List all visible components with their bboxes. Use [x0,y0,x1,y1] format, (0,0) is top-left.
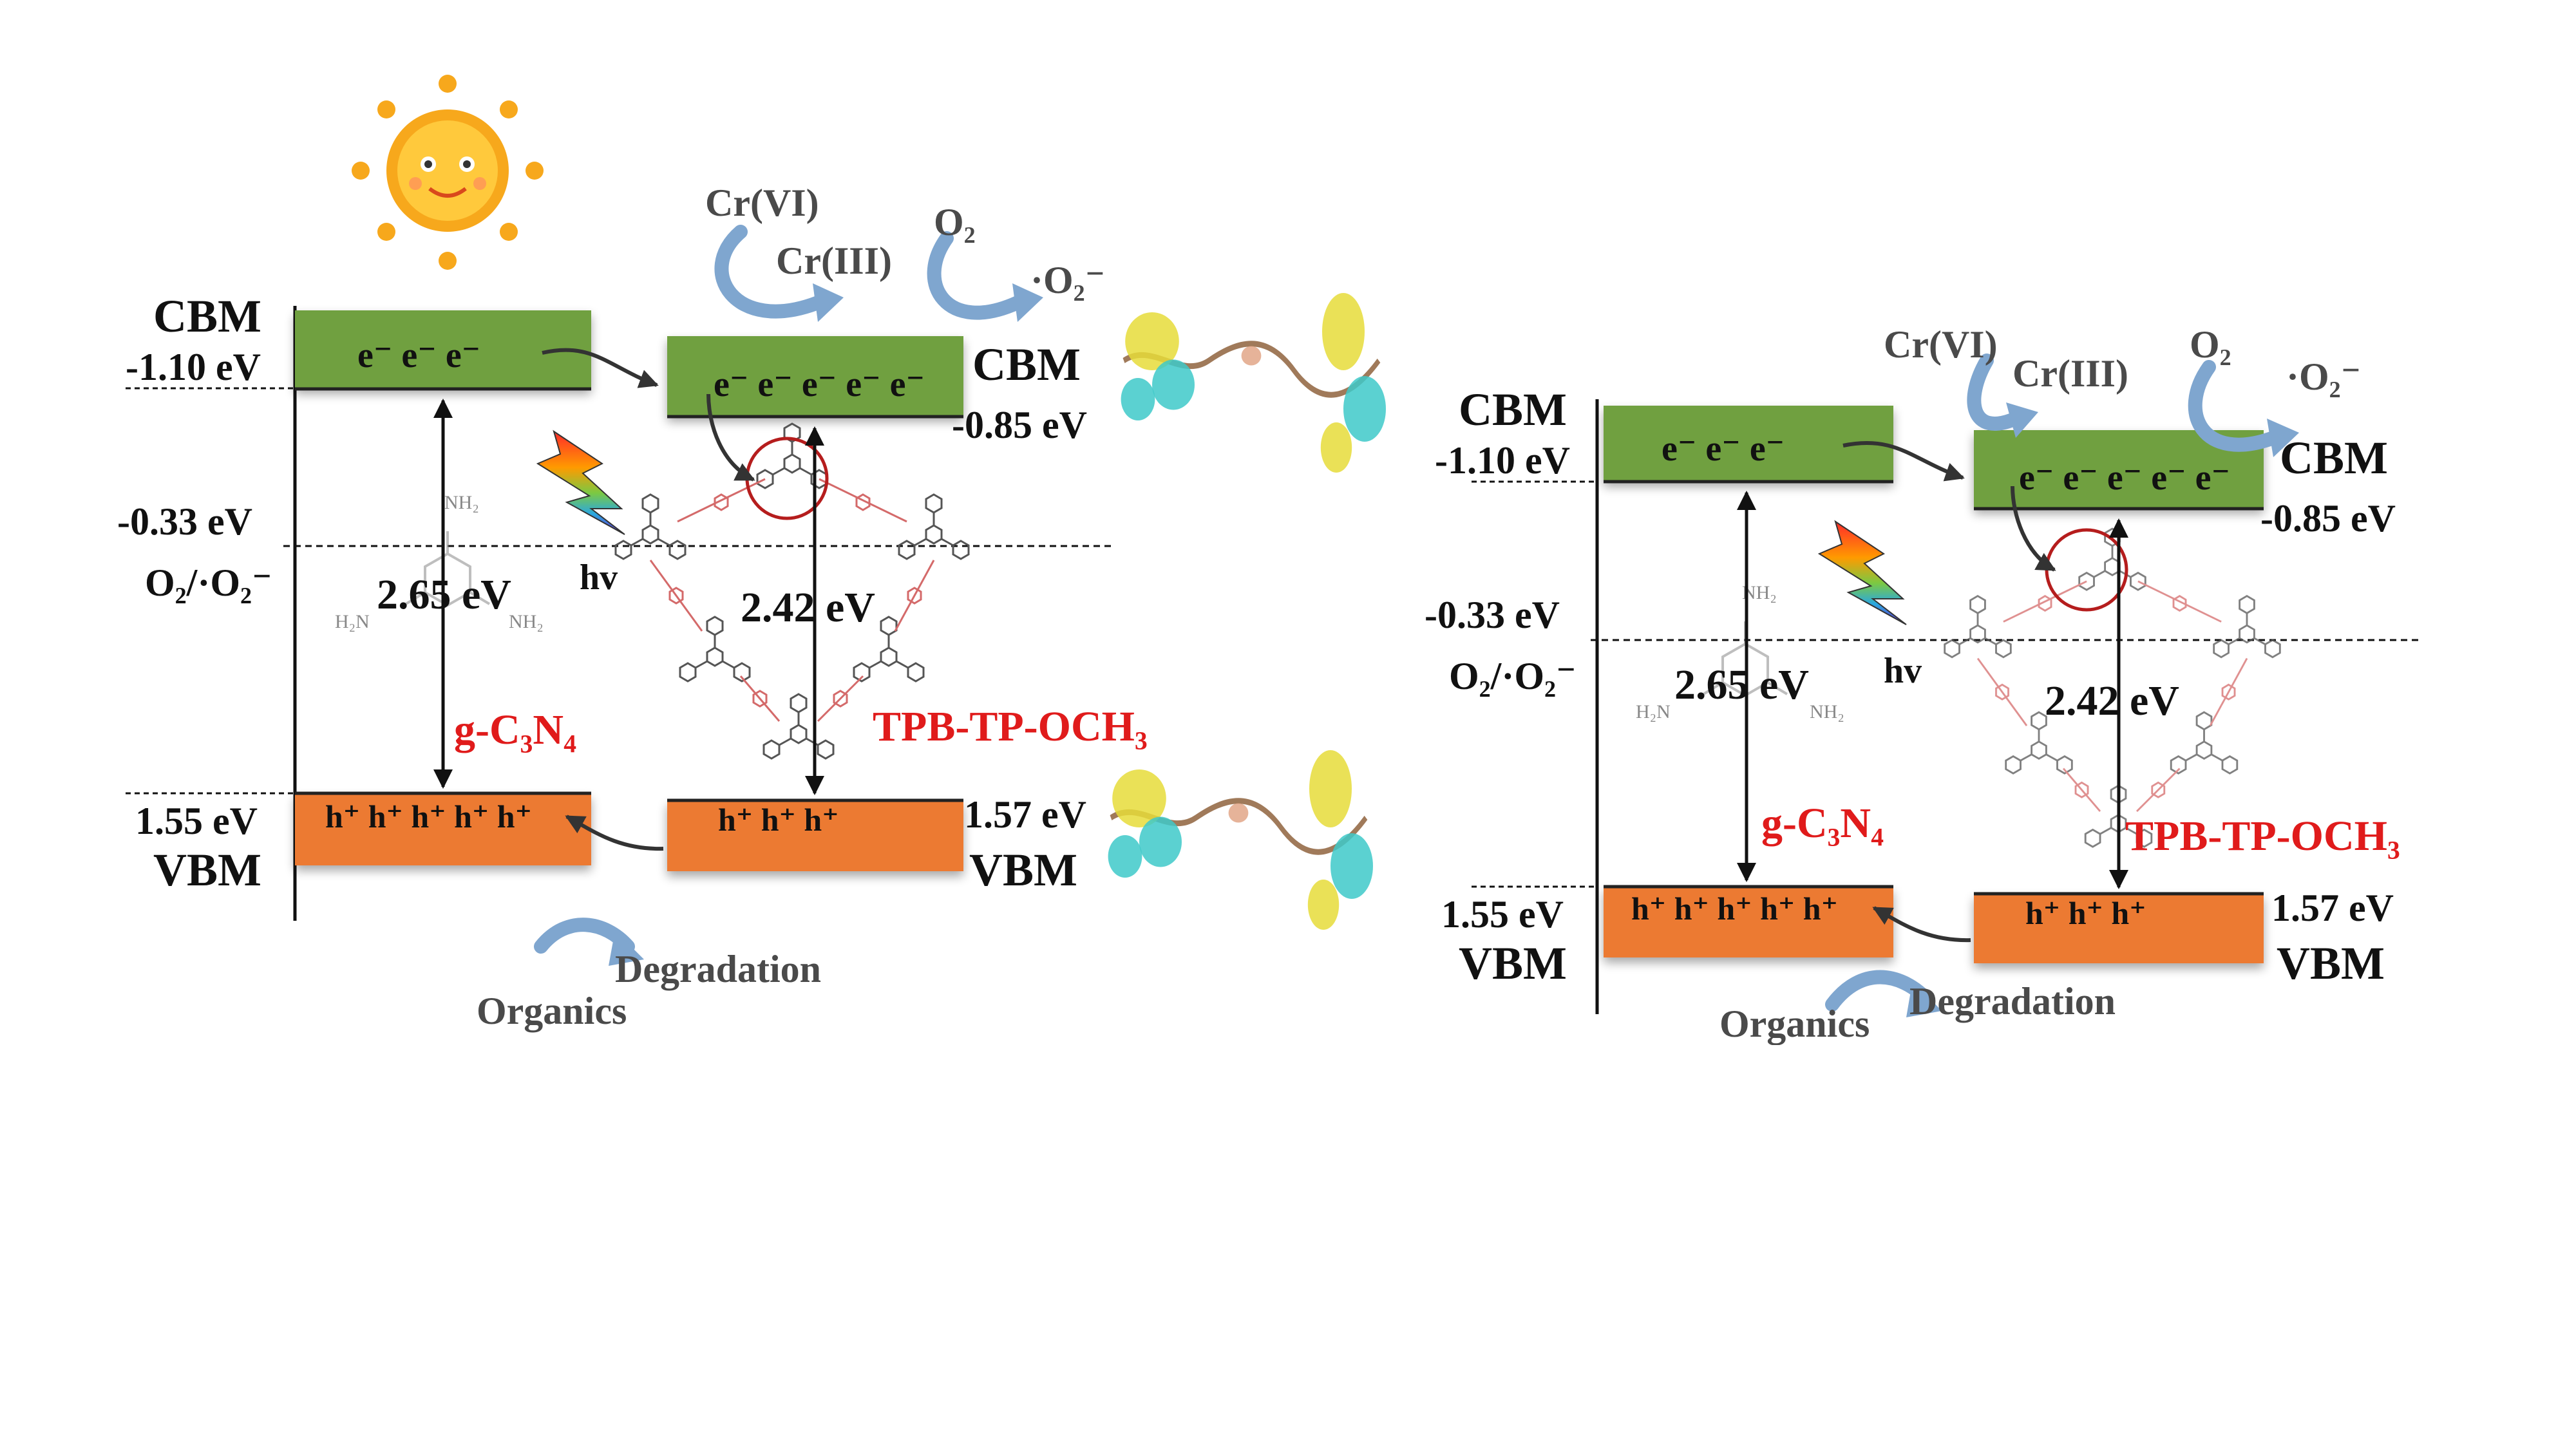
panel-left: NH₂ H₂N NH₂ CBM -1.10 eV -0.33 eV O₂/·O₂… [117,75,1386,1032]
vbm-label: VBM [1459,938,1567,989]
nh2-label: NH₂ [444,492,479,513]
cbm-right-value: -0.85 eV [2260,497,2396,540]
cbm-right-value: -0.85 eV [952,404,1087,446]
lumo-orbital-icon [1121,293,1386,473]
electrons-left: e⁻ e⁻ e⁻ [1662,429,1785,469]
vbm-value: 1.55 eV [135,800,258,842]
g-c3n4-vbm-band [295,793,591,865]
holes-left: h⁺ h⁺ h⁺ h⁺ h⁺ [325,798,532,834]
organics-label: Organics [1719,1003,1870,1045]
sun-icon [352,75,544,270]
tpb-vbm-band [1974,894,2264,963]
cbm-label: CBM [153,290,261,342]
lightning-icon [536,429,625,535]
superoxide-label: ·O₂⁻ [1030,259,1105,301]
gap-left-value: 2.65 eV [1674,661,1809,708]
vbm-right-value: 1.57 eV [2271,887,2394,929]
o2-reduction-arrow [927,231,1025,320]
redox-value: -0.33 eV [117,500,252,543]
tpb-vbm-band [667,800,963,871]
superoxide-label: ·O₂⁻ [2286,355,2361,398]
holes-right: h⁺ h⁺ h⁺ [718,802,839,838]
hole-transfer-arrow [565,815,664,851]
h2n-label: H₂N [335,611,370,632]
electrons-left: e⁻ e⁻ e⁻ [357,335,480,375]
redox-value: -0.33 eV [1425,594,1560,636]
electron-transfer-arrow [1842,441,1965,482]
hv-label: hv [580,558,618,598]
material-right-label: TPB-TP-OCH₃ [2125,813,2400,860]
gap-right-value: 2.42 eV [741,584,875,631]
electron-to-site-arrow [2011,486,2056,572]
vbm-right-value: 1.57 eV [964,793,1086,836]
electron-transfer-arrow [542,348,659,388]
electrons-right: e⁻ e⁻ e⁻ e⁻ e⁻ [714,364,925,404]
vbm-right-label: VBM [2277,938,2385,989]
gap-right-value: 2.42 eV [2045,677,2179,724]
active-site-circle [2045,528,2128,612]
g-c3n4-cbm-band [295,310,591,389]
tpb-cbm-band [667,336,963,417]
homo-orbital-icon [1108,750,1373,930]
o2-label: O₂ [934,201,976,243]
cr-reduction-arrow [1967,354,2023,431]
degradation-label: Degradation [1909,980,2116,1023]
cbm-right-label: CBM [2280,432,2388,484]
vbm-right-label: VBM [969,844,1077,896]
cbm-value: -1.10 eV [126,346,261,388]
nh2-label-2: NH₂ [1810,701,1844,722]
cr6-label: Cr(VI) [1884,323,1998,366]
holes-right: h⁺ h⁺ h⁺ [2025,895,2146,931]
cbm-label: CBM [1459,384,1567,435]
cr3-label: Cr(III) [2012,352,2128,395]
electron-to-site-arrow [706,393,755,482]
cr6-label: Cr(VI) [705,182,819,224]
o2-reduction-arrow [2188,360,2280,452]
vbm-label: VBM [153,844,261,896]
electrons-right: e⁻ e⁻ e⁻ e⁻ e⁻ [2019,458,2230,498]
o2-label: O₂ [2190,323,2231,366]
degradation-label: Degradation [615,948,821,990]
material-left-label: g-C₃N₄ [1761,800,1884,847]
cbm-right-label: CBM [972,339,1081,390]
h2n-label: H₂N [1636,701,1671,722]
redox-couple: O₂/·O₂⁻ [145,561,272,604]
material-left-label: g-C₃N₄ [454,706,576,753]
vbm-value: 1.55 eV [1441,893,1564,936]
cr-reduction-arrow [714,225,825,319]
hole-transfer-arrow [1872,906,1971,943]
cr3-label: Cr(III) [776,240,892,282]
lightning-icon [1817,520,1907,625]
organics-label: Organics [477,990,627,1032]
holes-left: h⁺ h⁺ h⁺ h⁺ h⁺ [1631,891,1838,927]
cbm-value: -1.10 eV [1435,439,1570,482]
nh2-label-2: NH₂ [509,611,544,632]
material-right-label: TPB-TP-OCH₃ [873,703,1148,750]
panel-right: NH₂ H₂N NH₂ CBM -1.10 eV -0.33 eV O₂/·O₂… [1425,323,2418,1045]
g-c3n4-vbm-band [1604,887,1893,957]
gap-left-value: 2.65 eV [377,571,511,618]
redox-couple: O₂/·O₂⁻ [1449,655,1577,697]
hv-label: hv [1884,651,1922,691]
